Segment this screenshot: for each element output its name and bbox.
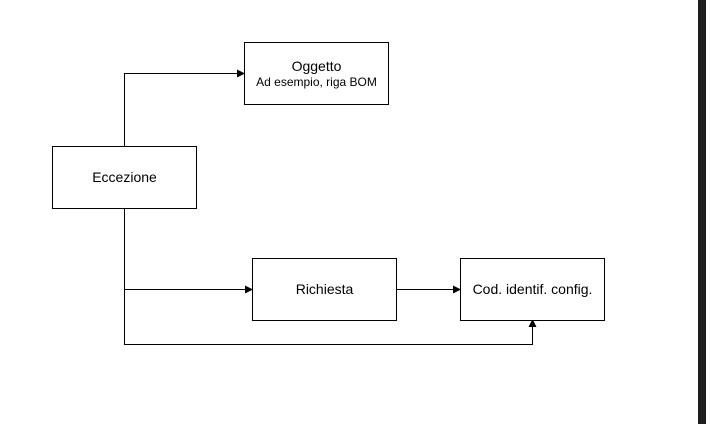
node-oggetto: Oggetto Ad esempio, riga BOM — [244, 42, 389, 105]
node-richiesta: Richiesta — [252, 258, 397, 321]
node-richiesta-label: Richiesta — [295, 281, 354, 297]
node-cod-identif-config: Cod. identif. config. — [460, 258, 605, 321]
edge-eccezione-to-richiesta — [124, 208, 253, 294]
node-oggetto-subtitle: Ad esempio, riga BOM — [256, 75, 377, 89]
node-oggetto-label: Oggetto — [291, 58, 342, 74]
edge-eccezione-to-cod-identif — [124, 289, 537, 345]
right-edge-bar — [698, 0, 706, 424]
node-eccezione-label: Eccezione — [92, 169, 157, 185]
node-eccezione: Eccezione — [52, 146, 197, 209]
node-cod-identif-config-label: Cod. identif. config. — [472, 281, 593, 297]
edge-eccezione-to-oggetto — [124, 69, 245, 146]
